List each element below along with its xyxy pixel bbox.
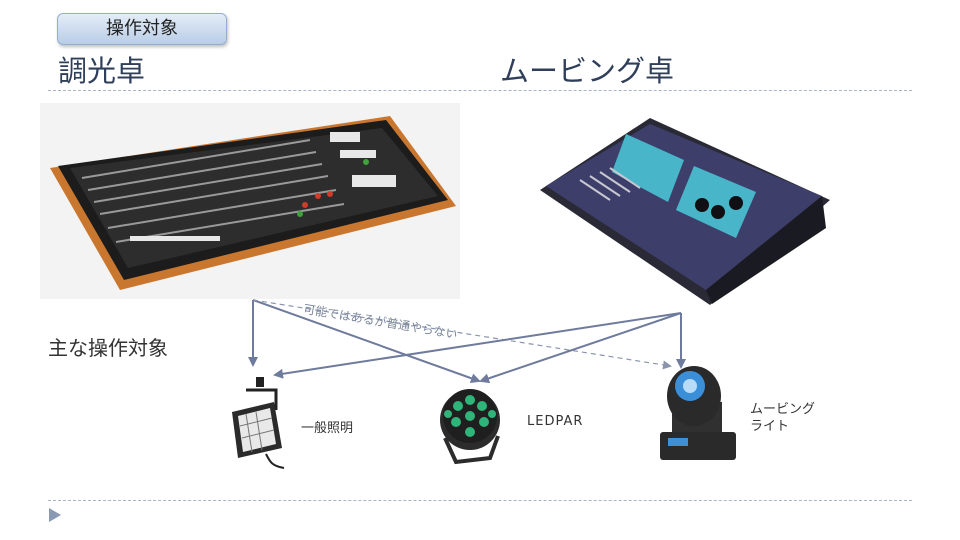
moving-light-image [660, 366, 736, 460]
target-badge: 操作対象 [57, 13, 227, 45]
dimmer-console-image [40, 103, 460, 299]
moving-console-image [540, 118, 830, 305]
bottom-divider [48, 500, 912, 501]
moving-light-label-line1: ムービング [750, 402, 816, 417]
dimmer-arrows [248, 299, 672, 384]
dimmer-console-heading: 調光卓 [58, 54, 146, 88]
ledpar-label: LEDPAR [527, 414, 584, 429]
general-light-label: 一般照明 [301, 421, 354, 436]
moving-console-heading: ムービング卓 [500, 54, 675, 88]
top-divider [48, 90, 912, 91]
moving-light-label-line2: ライト [750, 419, 790, 434]
slide-bullet-icon [49, 508, 61, 522]
ledpar-image [440, 389, 500, 465]
moving-arrows [273, 312, 686, 384]
general-light-image [232, 377, 285, 469]
main-target-label: 主な操作対象 [48, 336, 168, 360]
